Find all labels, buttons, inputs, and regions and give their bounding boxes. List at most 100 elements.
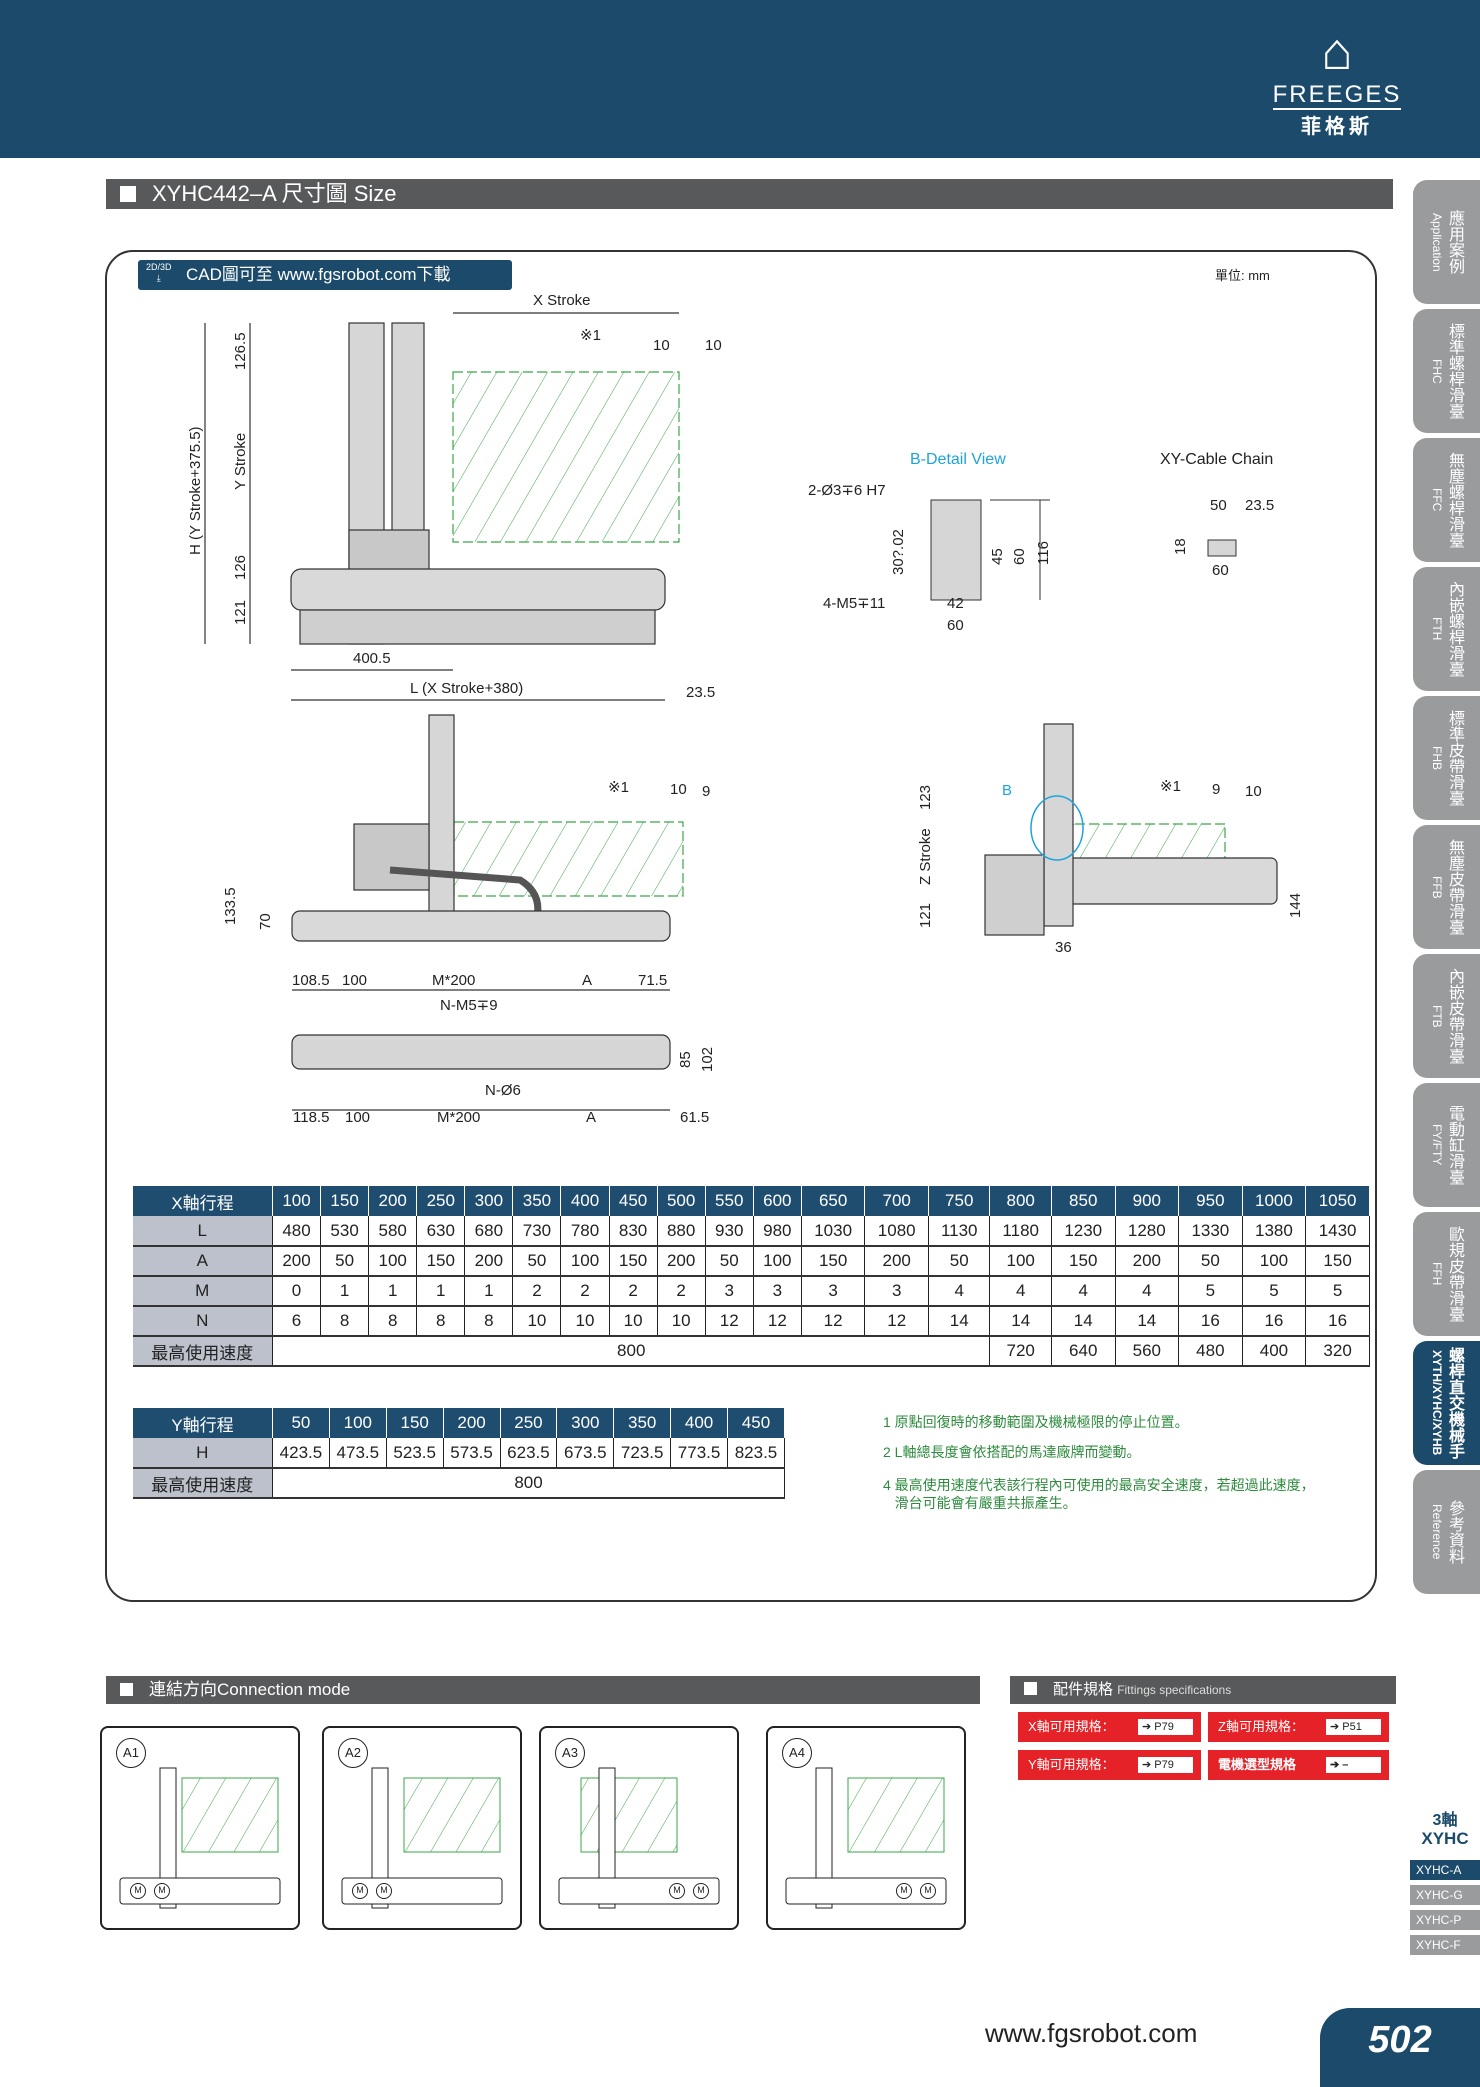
value-cell: 10 (656, 1306, 706, 1337)
unit-label: 單位: mm (1215, 268, 1270, 283)
value-cell: 573.5 (442, 1438, 501, 1469)
value-cell: 16 (1178, 1306, 1243, 1337)
value-cell: 1280 (1114, 1216, 1180, 1247)
value-cell: 780 (560, 1216, 610, 1247)
fitting-link[interactable]: Y軸可用規格： ➔ P79 (1018, 1750, 1201, 1780)
stroke-cell: 550 (704, 1186, 754, 1216)
page-number: 502 (1320, 2008, 1480, 2087)
series-tab[interactable]: XYHC-G (1410, 1885, 1480, 1905)
value-cell: 10 (608, 1306, 658, 1337)
fitting-link[interactable]: X軸可用規格：➔ P79 (1018, 1712, 1201, 1742)
value-cell: 630 (416, 1216, 466, 1247)
stroke-cell: 800 (989, 1186, 1052, 1216)
stroke-cell: 200 (368, 1186, 418, 1216)
value-cell: 8 (416, 1306, 466, 1337)
value-cell: 50 (1178, 1246, 1243, 1277)
speed-cell: 720 (989, 1336, 1052, 1367)
fitting-label: Y軸可用規格： (1028, 1757, 1115, 1772)
value-cell: 12 (864, 1306, 929, 1337)
value-cell: 4 (1050, 1276, 1116, 1307)
value-cell: 100 (368, 1246, 418, 1277)
value-cell: 5 (1305, 1276, 1370, 1307)
motor-icon: M (376, 1883, 392, 1899)
value-cell: 150 (1050, 1246, 1116, 1277)
fitting-page-ref[interactable]: ➔ P51 (1326, 1719, 1381, 1735)
fitting-link[interactable]: 電機選型規格 ➔ – (1208, 1750, 1389, 1780)
value-cell: 12 (704, 1306, 754, 1337)
cad-download-banner[interactable]: 2D/3D⤓CAD圖可至 www.fgsrobot.com下載 (138, 260, 512, 290)
series-tab[interactable]: XYHC-A (1410, 1860, 1480, 1880)
value-cell: 930 (704, 1216, 754, 1247)
series-tab[interactable]: XYHC-P (1410, 1910, 1480, 1930)
fitting-label: 電機選型規格 (1218, 1757, 1297, 1772)
stroke-cell: 350 (512, 1186, 562, 1216)
value-cell: 2 (656, 1276, 706, 1307)
series-tab[interactable]: XYHC-F (1410, 1935, 1480, 1955)
value-cell: 1180 (989, 1216, 1052, 1247)
side-tab-label: 內嵌皮帶滑臺 (1446, 968, 1463, 1064)
side-tab-code: FTH (1430, 617, 1444, 641)
fitting-page-ref[interactable]: ➔ P79 (1138, 1757, 1193, 1773)
mode-label: A1 (116, 1738, 146, 1768)
stroke-cell: 500 (656, 1186, 706, 1216)
value-cell: 1430 (1305, 1216, 1370, 1247)
value-cell: 200 (464, 1246, 514, 1277)
connection-diagram (785, 1767, 947, 1909)
value-cell: 680 (464, 1216, 514, 1247)
side-tab-code: FFB (1430, 875, 1444, 899)
value-cell: 16 (1241, 1306, 1307, 1337)
value-cell: 1 (416, 1276, 466, 1307)
footer-url[interactable]: www.fgsrobot.com (985, 2018, 1198, 2048)
value-cell: 1230 (1050, 1216, 1116, 1247)
side-tab-label: 標準皮帶滑臺 (1446, 710, 1463, 806)
speed-cell: 560 (1114, 1336, 1180, 1367)
note-2: 2 L軸總長度會依搭配的馬達廠牌而變動。 (883, 1444, 1141, 1460)
fitting-page-ref[interactable]: ➔ P79 (1138, 1719, 1193, 1735)
speed-cell: 320 (1305, 1336, 1370, 1367)
stroke-cell: 400 (560, 1186, 610, 1216)
value-cell: 200 (656, 1246, 706, 1277)
value-cell: 50 (927, 1246, 991, 1277)
side-tab-label: 參考資料 (1446, 1500, 1463, 1564)
value-cell: 14 (1114, 1306, 1180, 1337)
row-label: 最高使用速度 (132, 1336, 273, 1367)
connection-diagram (558, 1767, 720, 1909)
value-cell: 8 (464, 1306, 514, 1337)
stroke-cell: 400 (670, 1408, 728, 1438)
side-tab-label: 應用案例 (1446, 210, 1463, 274)
section-title: XYHC442–A 尺寸圖 Size (152, 181, 397, 206)
side-tab-label: 內嵌螺桿滑臺 (1446, 581, 1463, 677)
note-1: 1 原點回復時的移動範圍及機械極限的停止位置。 (883, 1414, 1189, 1430)
download-icon: 2D/3D⤓ (146, 262, 172, 283)
speed-cell: 800 (271, 1336, 991, 1367)
value-cell: 2 (608, 1276, 658, 1307)
value-cell: 4 (1114, 1276, 1180, 1307)
value-cell: 14 (989, 1306, 1052, 1337)
motor-icon: M (896, 1883, 912, 1899)
speed-cell: 800 (272, 1468, 785, 1499)
fitting-link[interactable]: Z軸可用規格：➔ P51 (1208, 1712, 1389, 1742)
stroke-cell: 900 (1114, 1186, 1180, 1216)
side-tab-label: 電動缸滑臺 (1446, 1105, 1463, 1185)
value-cell: 12 (752, 1306, 802, 1337)
value-cell: 6 (271, 1306, 322, 1337)
speed-cell: 480 (1178, 1336, 1243, 1367)
stroke-cell: 950 (1178, 1186, 1243, 1216)
fitting-page-ref[interactable]: ➔ – (1326, 1757, 1381, 1773)
fittings-bar: 配件規格 Fittings specifications (1010, 1676, 1396, 1704)
